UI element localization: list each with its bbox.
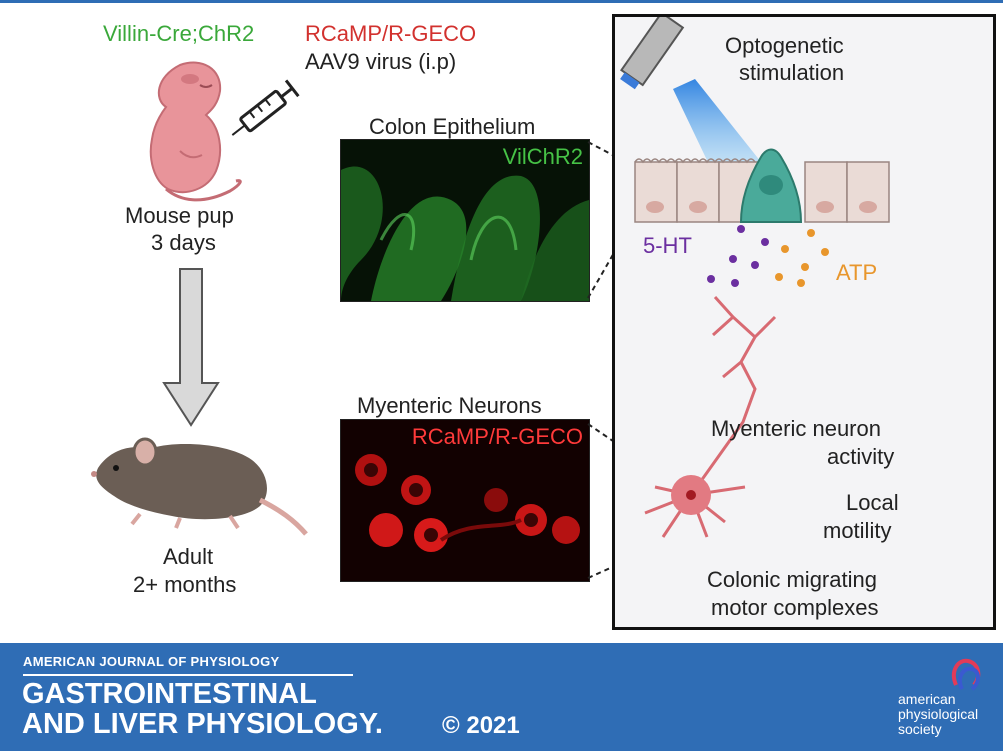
outcome-local-motility-line1: Local xyxy=(846,490,899,515)
pup-age-line1: Mouse pup xyxy=(125,203,234,228)
society-line3: society xyxy=(898,721,942,737)
copyright-label: © 2021 xyxy=(442,712,520,739)
neurons-micrograph: RCaMP/R-GECO xyxy=(340,419,590,582)
stimulation-label-line1: Optogenetic xyxy=(725,33,844,58)
genotype-reporter-label: RCaMP/R-GECO xyxy=(305,21,477,46)
outcome-neuron-activity-line1: Myenteric neuron xyxy=(711,416,881,441)
mouse-pup-illustration xyxy=(149,61,242,202)
epithelium-label: VilChR2 xyxy=(502,144,583,169)
society-logo-icon xyxy=(951,658,981,691)
journal-rule xyxy=(23,674,353,676)
journal-title-line2: AND LIVER PHYSIOLOGY. xyxy=(22,708,383,740)
outcome-local-motility-line2: motility xyxy=(823,518,892,543)
atp-granules xyxy=(775,229,829,287)
outcome-neuron-activity-line2: activity xyxy=(827,444,895,469)
down-arrow-icon xyxy=(162,268,220,427)
outcome-cmmc-line1: Colonic migrating xyxy=(707,567,877,592)
adult-mouse-illustration xyxy=(91,437,308,536)
top-rule xyxy=(0,0,1003,3)
outcome-cmmc-line2: motor complexes xyxy=(711,595,879,620)
serotonin-label: 5-HT xyxy=(643,233,692,258)
mechanism-illustration xyxy=(620,17,890,538)
journal-top-line: AMERICAN JOURNAL OF PHYSIOLOGY xyxy=(23,654,280,669)
journal-title-line1: GASTROINTESTINAL xyxy=(22,678,317,710)
journal-footer xyxy=(0,643,1003,751)
virus-label: AAV9 virus (i.p) xyxy=(305,49,457,74)
epithelial-cells xyxy=(634,148,890,223)
atp-label: ATP xyxy=(836,260,878,285)
stimulation-label-line2: stimulation xyxy=(739,60,845,85)
epithelium-title: Colon Epithelium xyxy=(369,114,536,139)
adult-age-line2: 2+ months xyxy=(133,572,237,597)
neurons-title: Myenteric Neurons xyxy=(357,393,542,418)
mechanism-panel xyxy=(612,14,996,630)
society-line1: american xyxy=(898,691,956,707)
syringe-icon xyxy=(231,79,300,136)
society-line2: physiological xyxy=(898,706,979,722)
serotonin-granules xyxy=(707,225,769,287)
epithelium-micrograph: VilChR2 xyxy=(340,139,590,302)
pup-age-line2: 3 days xyxy=(151,230,216,255)
neurons-label: RCaMP/R-GECO xyxy=(411,424,583,449)
adult-age-line1: Adult xyxy=(163,544,214,569)
genotype-villin-label: Villin-Cre;ChR2 xyxy=(103,21,255,46)
